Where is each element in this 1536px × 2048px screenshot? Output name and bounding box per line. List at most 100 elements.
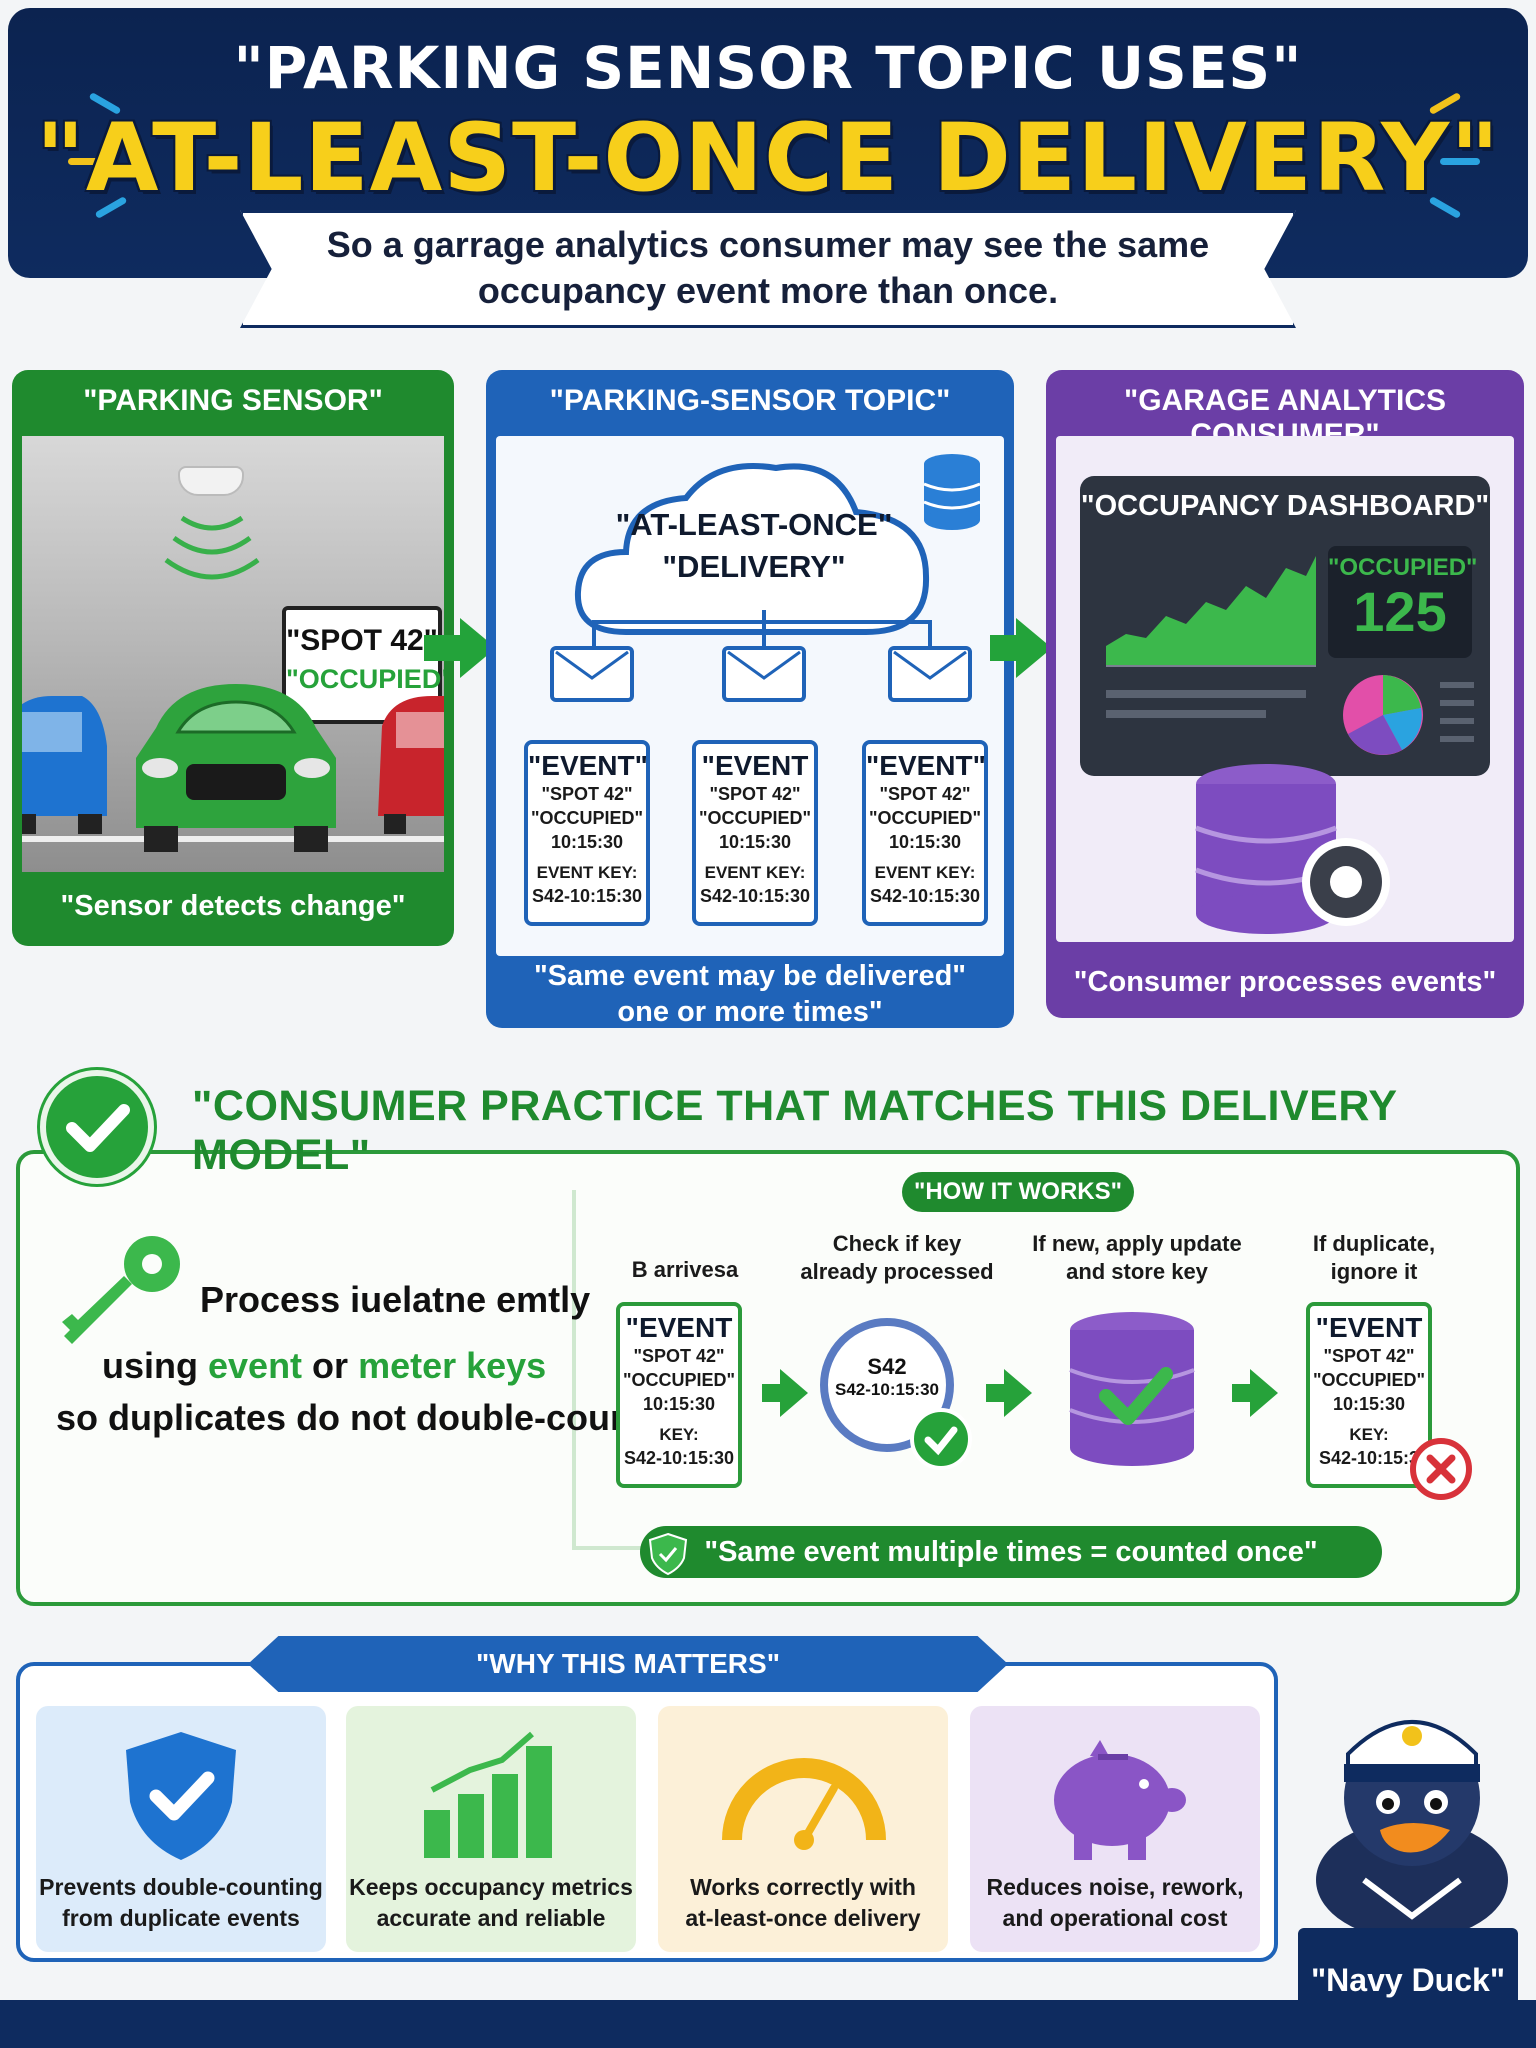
event-title: "EVENT <box>625 1312 733 1343</box>
dashboard-bar <box>1106 710 1266 718</box>
envelope-icon <box>888 646 972 702</box>
step-arrow-icon <box>1250 1369 1278 1417</box>
event-title: "EVENT <box>701 750 809 781</box>
event-key-label: KEY: <box>1349 1425 1389 1444</box>
event-status: "OCCUPIED" <box>868 808 982 828</box>
occupied-value: 125 <box>1353 580 1447 643</box>
consumer-panel: "GARAGE ANALYTICS CONSUMER" "OCCUPANCY D… <box>1046 370 1524 1018</box>
practice-text-line1: Process iuelatne emtly <box>200 1279 591 1320</box>
step3-label-line1: If new, apply update <box>1032 1231 1242 1256</box>
step-arrow-shaft <box>762 1384 784 1402</box>
topic-footer-line2: one or more times" <box>617 996 883 1028</box>
why-text-line1: Prevents double-counting <box>39 1874 323 1900</box>
subtitle: So a garrage analytics consumer may see … <box>240 222 1296 314</box>
connector-line <box>762 610 766 646</box>
accent-dash <box>1440 158 1480 165</box>
event-key: S42-10:15:3 <box>1318 1448 1420 1468</box>
step-arrow-shaft <box>986 1384 1008 1402</box>
bottom-band <box>0 2000 1536 2048</box>
divider <box>572 1190 576 1550</box>
event-key: S42-10:15:30 <box>531 886 643 906</box>
event-key-label: EVENT KEY: <box>874 863 976 882</box>
event-time: 10:15:30 <box>642 1394 716 1414</box>
event-key-label: EVENT KEY: <box>536 863 638 882</box>
topic-panel-footer: "Same event may be delivered" one or mor… <box>486 958 1014 1028</box>
why-text-line2: accurate and reliable <box>376 1905 606 1931</box>
lookup-line2: S42-10:15:30 <box>835 1380 939 1399</box>
check-circle-icon <box>40 1070 154 1184</box>
why-text-line2: at-least-once delivery <box>685 1905 921 1931</box>
event-card: "EVENT" "SPOT 42" "OCCUPIED" 10:15:30 EV… <box>524 740 650 926</box>
spot-sign: "SPOT 42" "OCCUPIED" <box>282 606 444 724</box>
step-arrow-shaft <box>1232 1384 1254 1402</box>
result-pill: "Same event multiple times = counted onc… <box>640 1526 1382 1578</box>
how-it-works-pill: "HOW IT WORKS" <box>902 1172 1134 1212</box>
topic-footer-line1: "Same event may be delivered" <box>533 960 967 992</box>
event-key-label: KEY: <box>659 1425 699 1444</box>
topic-panel: "PARKING-SENSOR TOPIC" "AT-LEAST-ONCE" "… <box>486 370 1014 1028</box>
step3-label-line2: and store key <box>1066 1259 1208 1284</box>
speedometer-icon <box>722 1758 886 1850</box>
duplicate-event-card: "EVENT "SPOT 42" "OCCUPIED" 10:15:30 KEY… <box>1306 1302 1432 1488</box>
event-card: "EVENT" "SPOT 42" "OCCUPIED" 10:15:30 EV… <box>862 740 988 926</box>
step2-label-line2: already processed <box>800 1259 994 1284</box>
consumer-inner: "OCCUPANCY DASHBOARD" "OCCUPIED" 125 <box>1056 436 1514 942</box>
sensor-panel-title: "PARKING SENSOR" <box>83 384 383 417</box>
flow-arrow-shaft <box>990 635 1020 661</box>
sign-status-text: "OCCUPIED" <box>286 664 444 694</box>
step2-label-line1: Check if key <box>832 1231 962 1256</box>
dashboard-title: "OCCUPANCY DASHBOARD" <box>1080 490 1490 522</box>
step-arrow-icon <box>1004 1369 1032 1417</box>
why-text: Keeps occupancy metrics accurate and rel… <box>346 1872 636 1934</box>
text-part: or <box>302 1345 359 1386</box>
why-text: Works correctly with at-least-once deliv… <box>658 1872 948 1934</box>
step3-label: If new, apply update and store key <box>1024 1230 1250 1286</box>
green-car-icon <box>136 684 336 852</box>
practice-title: "CONSUMER PRACTICE THAT MATCHES THIS DEL… <box>192 1082 1397 1179</box>
event-status: "OCCUPIED" <box>698 808 812 828</box>
piggy-bank-icon <box>1054 1740 1186 1860</box>
why-title: "WHY THIS MATTERS" <box>248 1636 1008 1692</box>
step4-label-line1: If duplicate, <box>1312 1231 1436 1256</box>
event-spot: "SPOT 42" <box>879 784 971 804</box>
navy-duck-mascot-icon <box>1316 1720 1508 1940</box>
sensor-panel-footer: "Sensor detects change" <box>60 890 406 922</box>
event-title: "EVENT <box>1315 1312 1423 1343</box>
event-card: "EVENT "SPOT 42" "OCCUPIED" 10:15:30 EVE… <box>692 740 818 926</box>
check-badge-icon <box>910 1408 972 1470</box>
step-arrow-icon <box>780 1369 808 1417</box>
blue-car-icon <box>22 696 107 834</box>
why-card: Keeps occupancy metrics accurate and rel… <box>346 1706 636 1952</box>
why-card: Reduces noise, rework, and operational c… <box>970 1706 1260 1952</box>
reject-x-icon <box>1410 1438 1472 1500</box>
database-gear-icon <box>1195 764 1390 934</box>
event-time: 10:15:30 <box>718 832 792 852</box>
legend-line <box>1440 682 1474 688</box>
occupied-counter: "OCCUPIED" 125 <box>1328 546 1477 658</box>
database-check-icon <box>1069 1312 1195 1466</box>
why-card: Works correctly with at-least-once deliv… <box>658 1706 948 1952</box>
floor-line <box>22 836 444 842</box>
sensor-waves-icon <box>164 515 260 580</box>
practice-text-line3: so duplicates do not double-count <box>56 1397 644 1438</box>
legend-line <box>1440 700 1474 706</box>
step2-label: Check if key already processed <box>792 1230 1002 1286</box>
parking-sensor-panel: "PARKING SENSOR" "SPOT 42" "OCCUPIED" <box>12 370 454 946</box>
event-key: S42-10:15:30 <box>623 1448 735 1468</box>
why-text-line1: Works correctly with <box>690 1874 916 1900</box>
event-key: S42-10:15:30 <box>869 886 981 906</box>
legend-line <box>1440 718 1474 724</box>
cloud-line1: "AT-LEAST-ONCE" <box>615 507 893 542</box>
step1-label: B arrivesa <box>631 1257 739 1282</box>
event-key: S42-10:15:30 <box>699 886 811 906</box>
incoming-event-card: "EVENT "SPOT 42" "OCCUPIED" 10:15:30 KEY… <box>616 1302 742 1488</box>
garage-scene: "SPOT 42" "OCCUPIED" <box>22 436 444 872</box>
subtitle-line1: So a garrage analytics consumer may see … <box>326 224 1210 265</box>
cloud-icon <box>574 463 930 635</box>
topic-panel-title: "PARKING-SENSOR TOPIC" <box>549 384 951 417</box>
topic-inner: "AT-LEAST-ONCE" "DELIVERY" "EVENT" "SPOT <box>496 436 1004 956</box>
envelope-icon <box>722 646 806 702</box>
event-spot: "SPOT 42" <box>1323 1346 1415 1366</box>
event-key-label: EVENT KEY: <box>704 863 806 882</box>
event-time: 10:15:30 <box>1332 1394 1406 1414</box>
